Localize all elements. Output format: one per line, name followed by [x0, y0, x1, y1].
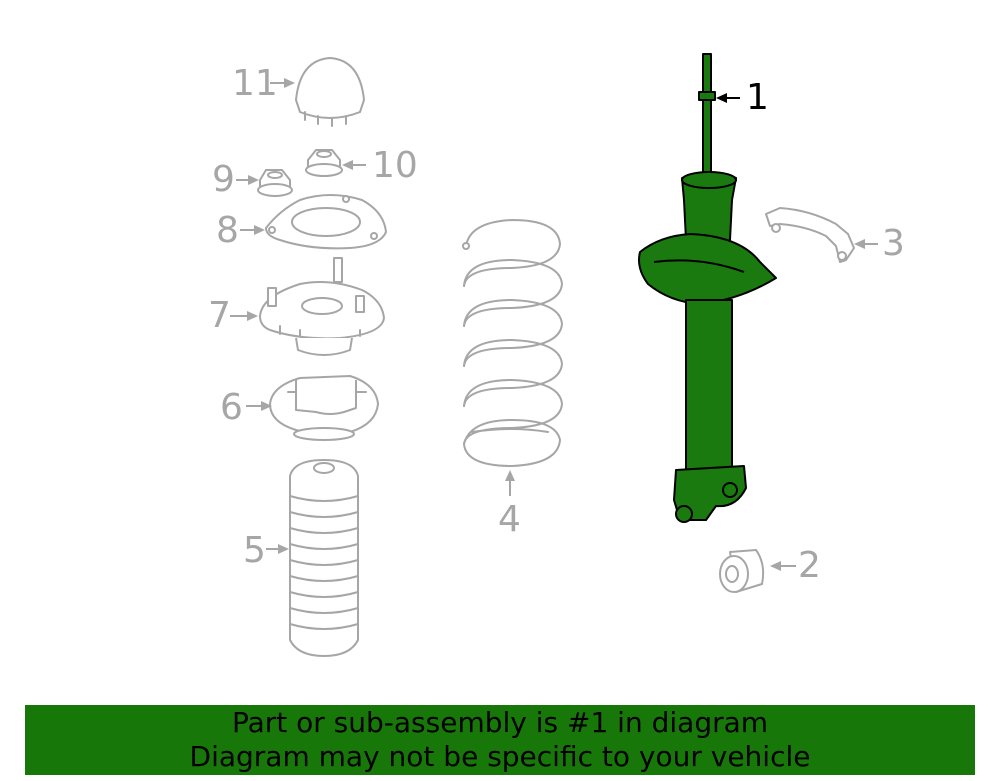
callout-label-5[interactable]: 5	[243, 530, 266, 571]
info-banner: Part or sub-assembly is #1 in diagram Di…	[25, 705, 975, 775]
callout-label-9[interactable]: 9	[212, 159, 235, 200]
arrow-10	[342, 160, 366, 170]
nut-part-10[interactable]	[305, 149, 343, 177]
callout-label-2[interactable]: 2	[798, 545, 821, 586]
nut-part-9[interactable]	[257, 169, 293, 197]
spring-seat-part-6[interactable]	[269, 375, 379, 441]
arrow-7	[230, 311, 258, 321]
banner-line-2: Diagram may not be specific to your vehi…	[189, 740, 811, 773]
callout-label-10[interactable]: 10	[372, 145, 418, 186]
arrow-9	[236, 175, 259, 185]
callout-label-1[interactable]: 1	[746, 77, 769, 118]
callout-label-6[interactable]: 6	[220, 387, 243, 428]
arrow-8	[240, 225, 265, 235]
arrow-5	[266, 544, 289, 554]
cap-part-11[interactable]	[295, 57, 365, 127]
callout-label-11[interactable]: 11	[232, 63, 278, 104]
callout-label-8[interactable]: 8	[216, 210, 239, 251]
banner-line-1: Part or sub-assembly is #1 in diagram	[231, 706, 769, 739]
arrow-11	[270, 78, 295, 88]
callout-label-3[interactable]: 3	[882, 223, 905, 264]
bushing-part-2[interactable]	[719, 549, 765, 593]
callout-label-7[interactable]: 7	[208, 295, 231, 336]
strut-assembly-part-1[interactable]	[638, 53, 777, 523]
parts-diagram	[230, 53, 878, 657]
arrow-1	[716, 93, 740, 103]
callout-label-4[interactable]: 4	[498, 499, 521, 540]
arrow-3	[854, 239, 878, 249]
bracket-part-3[interactable]	[765, 207, 855, 263]
coil-spring-part-4[interactable]	[462, 218, 564, 468]
plate-part-8[interactable]	[265, 194, 387, 250]
arrow-4	[505, 470, 515, 496]
dust-boot-part-5[interactable]	[289, 459, 359, 657]
strut-mount-part-7[interactable]	[259, 257, 385, 356]
arrow-2	[770, 561, 796, 571]
arrow-6	[246, 401, 272, 411]
